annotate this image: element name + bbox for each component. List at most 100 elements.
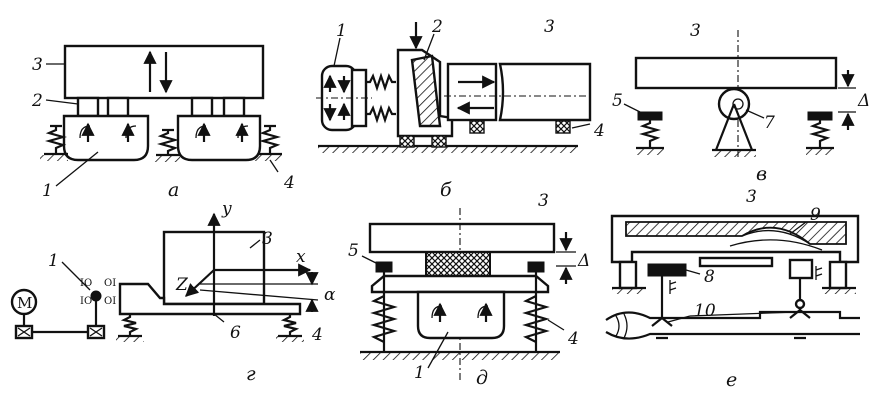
caption-b: б (440, 179, 452, 201)
label-9: 9 (810, 205, 821, 225)
label-3: 3 (32, 55, 43, 75)
vibrating-plate (370, 274, 550, 294)
ground-hatch (636, 148, 664, 155)
panel-b: 1 2 3 4 б (316, 17, 605, 201)
foot (828, 260, 848, 290)
stop (527, 261, 545, 273)
table-body-3 (63, 44, 265, 100)
stop (807, 111, 833, 121)
vibrator-1 (90, 290, 102, 302)
label-3: 3 (538, 191, 549, 211)
ground-hatch (806, 148, 834, 155)
cam-stand (714, 103, 754, 151)
membrane-9 (741, 230, 811, 245)
support-pad (399, 135, 415, 148)
label-5: 5 (612, 91, 623, 111)
ground-hatch (276, 336, 304, 342)
label-4: 4 (283, 173, 295, 193)
leader-line (685, 269, 701, 275)
valve-10 (651, 317, 673, 340)
spring (370, 295, 398, 343)
leader-line (667, 315, 691, 323)
table-3 (368, 222, 556, 254)
leader-line (55, 151, 99, 187)
elastic-pad-4 (555, 120, 571, 134)
axis-z (185, 269, 215, 297)
leader-line (249, 239, 261, 249)
bearing-mark: IO (80, 278, 92, 289)
ground-hatch (360, 352, 560, 360)
ground-hatch (40, 155, 68, 161)
spring-mark (669, 280, 677, 294)
spring-4 (522, 295, 550, 343)
label-10: 10 (694, 301, 716, 321)
base-line (605, 310, 860, 321)
leader-line (745, 109, 765, 119)
post (106, 96, 130, 118)
spring (638, 120, 662, 147)
leader-line (423, 33, 435, 61)
gear-mark (17, 327, 31, 337)
leader-line (45, 99, 79, 105)
base-line (605, 331, 860, 340)
ground-hatch (116, 336, 144, 342)
pivot (794, 298, 806, 310)
guide-plate (698, 256, 774, 268)
label-4: 4 (593, 121, 605, 141)
alpha-label: α (324, 285, 336, 305)
elastic-block (425, 251, 491, 279)
leader-line (213, 313, 225, 323)
alpha-line (199, 289, 319, 301)
spring (366, 72, 396, 92)
caption-d: д (476, 367, 488, 389)
leader-line (789, 221, 807, 235)
label-2: 2 (431, 17, 443, 37)
panel-d: 3 5 Δ 1 4 д (348, 191, 590, 389)
label-3: 3 (262, 229, 273, 249)
axis-z-label: Z (175, 275, 189, 295)
leader-line (61, 261, 91, 291)
post (222, 96, 246, 118)
bearing-mark: OI (104, 278, 116, 289)
ground-hatch (712, 150, 756, 157)
bearing-mark: IO (80, 296, 92, 307)
foot (618, 260, 638, 290)
label-delta: Δ (857, 91, 870, 111)
label-delta: Δ (577, 251, 590, 271)
stop-block (788, 258, 814, 280)
caption-v: в (756, 163, 767, 185)
label-8: 8 (704, 267, 715, 287)
axis-x-label: x (296, 247, 306, 267)
post-2 (76, 96, 100, 118)
label-3: 3 (690, 21, 701, 41)
ground-hatch (152, 156, 180, 162)
ground-hatch (254, 155, 282, 161)
support-pad (431, 135, 447, 148)
electromagnet-8 (647, 263, 687, 277)
ground-hatch (318, 146, 578, 153)
label-1: 1 (336, 21, 347, 41)
stop-5 (637, 111, 663, 121)
label-3: 3 (544, 17, 555, 37)
leader-line (427, 331, 449, 369)
label-4: 4 (567, 329, 579, 349)
membrane-9 (729, 239, 823, 251)
panel-a: 3 2 1 4 а (31, 44, 295, 201)
panel-v: 3 5 7 Δ в (612, 21, 870, 185)
label-7: 7 (764, 113, 775, 133)
label-4: 4 (311, 325, 323, 345)
leader-line (571, 123, 591, 129)
caption-g: г (246, 363, 256, 385)
table-3 (634, 56, 838, 90)
spring-4 (278, 314, 302, 338)
label-6: 6 (230, 323, 241, 343)
inlet-mark (615, 313, 628, 339)
spring-4 (258, 124, 282, 156)
post (190, 96, 214, 118)
leader-line (689, 311, 797, 317)
leader-line (333, 37, 341, 67)
spring-mark (815, 266, 823, 280)
spring-4 (44, 124, 68, 156)
bearing-mark: OI (104, 296, 116, 307)
